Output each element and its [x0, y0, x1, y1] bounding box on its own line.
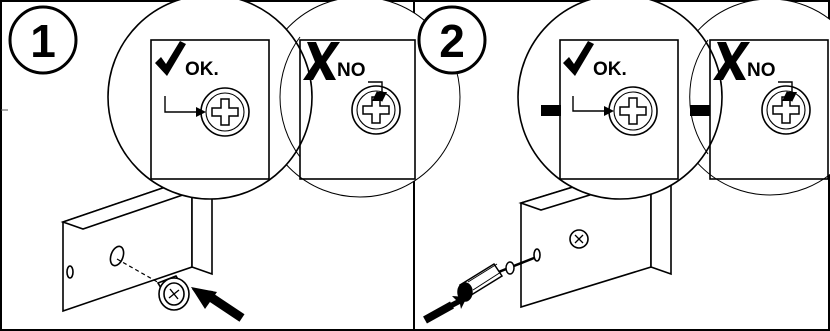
- step-badge-1: 1: [8, 5, 78, 75]
- screw-head-ok-1: [200, 87, 250, 137]
- push-arrow-1-shaft: [209, 294, 245, 322]
- ok-label-2: OK.: [593, 59, 627, 80]
- panel-1: 1 OK.: [8, 0, 461, 322]
- no-label-1: NO: [337, 60, 366, 81]
- detail-magnifier-2: OK. NO: [517, 0, 830, 200]
- ok-label-1: OK.: [185, 59, 219, 80]
- detail-magnifier-1: OK. NO: [107, 0, 461, 200]
- step-number-1: 1: [30, 15, 56, 67]
- screw-head-ok-2: [608, 86, 658, 136]
- cam-edge-no-2: [690, 105, 710, 116]
- ok-detail-box-1: [150, 39, 270, 180]
- step-number-2: 2: [439, 15, 465, 67]
- panel-2: 2 OK.: [417, 0, 830, 324]
- cam-edge-ok-2: [541, 105, 561, 116]
- step-badge-2: 2: [417, 5, 487, 75]
- no-label-2: NO: [747, 60, 776, 81]
- no-detail-box-1: [299, 39, 416, 180]
- cross-icon: [713, 42, 750, 80]
- cam-fitting-1: [156, 275, 190, 311]
- check-icon: [155, 41, 186, 76]
- check-icon: [563, 41, 594, 76]
- cross-icon: [303, 42, 340, 80]
- screwdriver: [457, 256, 535, 302]
- board-1: [60, 176, 215, 313]
